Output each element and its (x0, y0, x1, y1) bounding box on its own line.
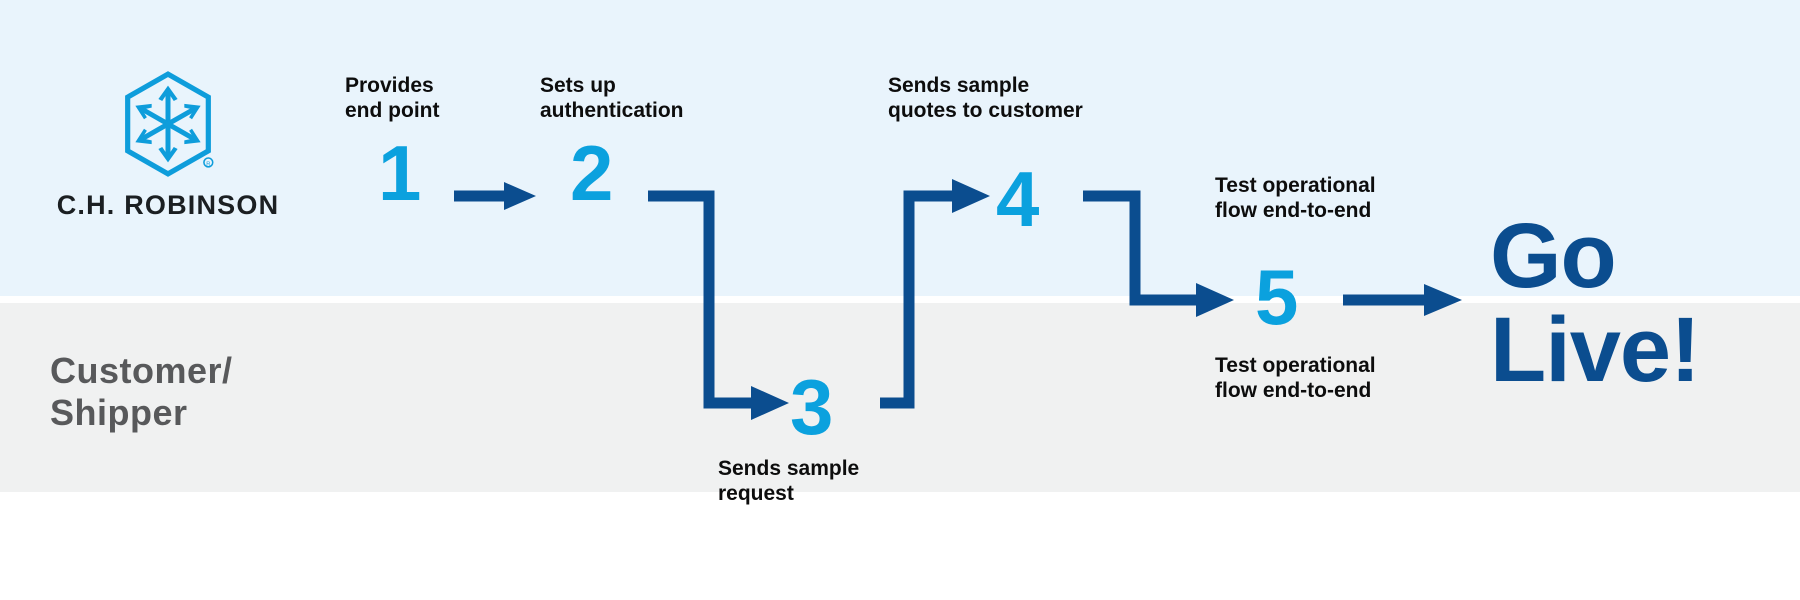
ch-robinson-logo: R C.H. ROBINSON (48, 70, 288, 221)
step-3-caption: Sends sample request (718, 457, 860, 506)
step-3-number: 3 (790, 363, 833, 451)
lane-label-customer-shipper: Customer/ Shipper (50, 350, 233, 434)
step-2-caption: Sets up authentication (540, 74, 684, 123)
connector-3-to-4 (880, 179, 990, 409)
registered-trademark-icon (203, 157, 214, 168)
ch-robinson-hexagon-arrows-icon: R (125, 71, 214, 177)
svg-text:R: R (206, 161, 210, 167)
step-5-caption-below: Test operational flow end-to-end (1215, 354, 1376, 403)
go-live-label: Go Live! (1490, 205, 1701, 401)
connector-4-to-5 (1083, 190, 1234, 317)
connector-1-to-2 (454, 182, 536, 210)
step-4-caption: Sends sample quotes to customer (888, 74, 1083, 123)
lane-band-ch-robinson (0, 0, 1800, 296)
step-5-caption-above: Test operational flow end-to-end (1215, 174, 1376, 223)
step-1-number: 1 (378, 129, 421, 217)
connector-2-to-3 (648, 190, 789, 420)
logo-wordmark: C.H. ROBINSON (56, 190, 280, 220)
connector-5-to-go-live (1343, 284, 1462, 316)
step-4-number: 4 (996, 155, 1039, 243)
step-2-number: 2 (570, 129, 613, 217)
step-5-number: 5 (1255, 253, 1298, 341)
step-1-caption: Provides end point (345, 74, 440, 123)
